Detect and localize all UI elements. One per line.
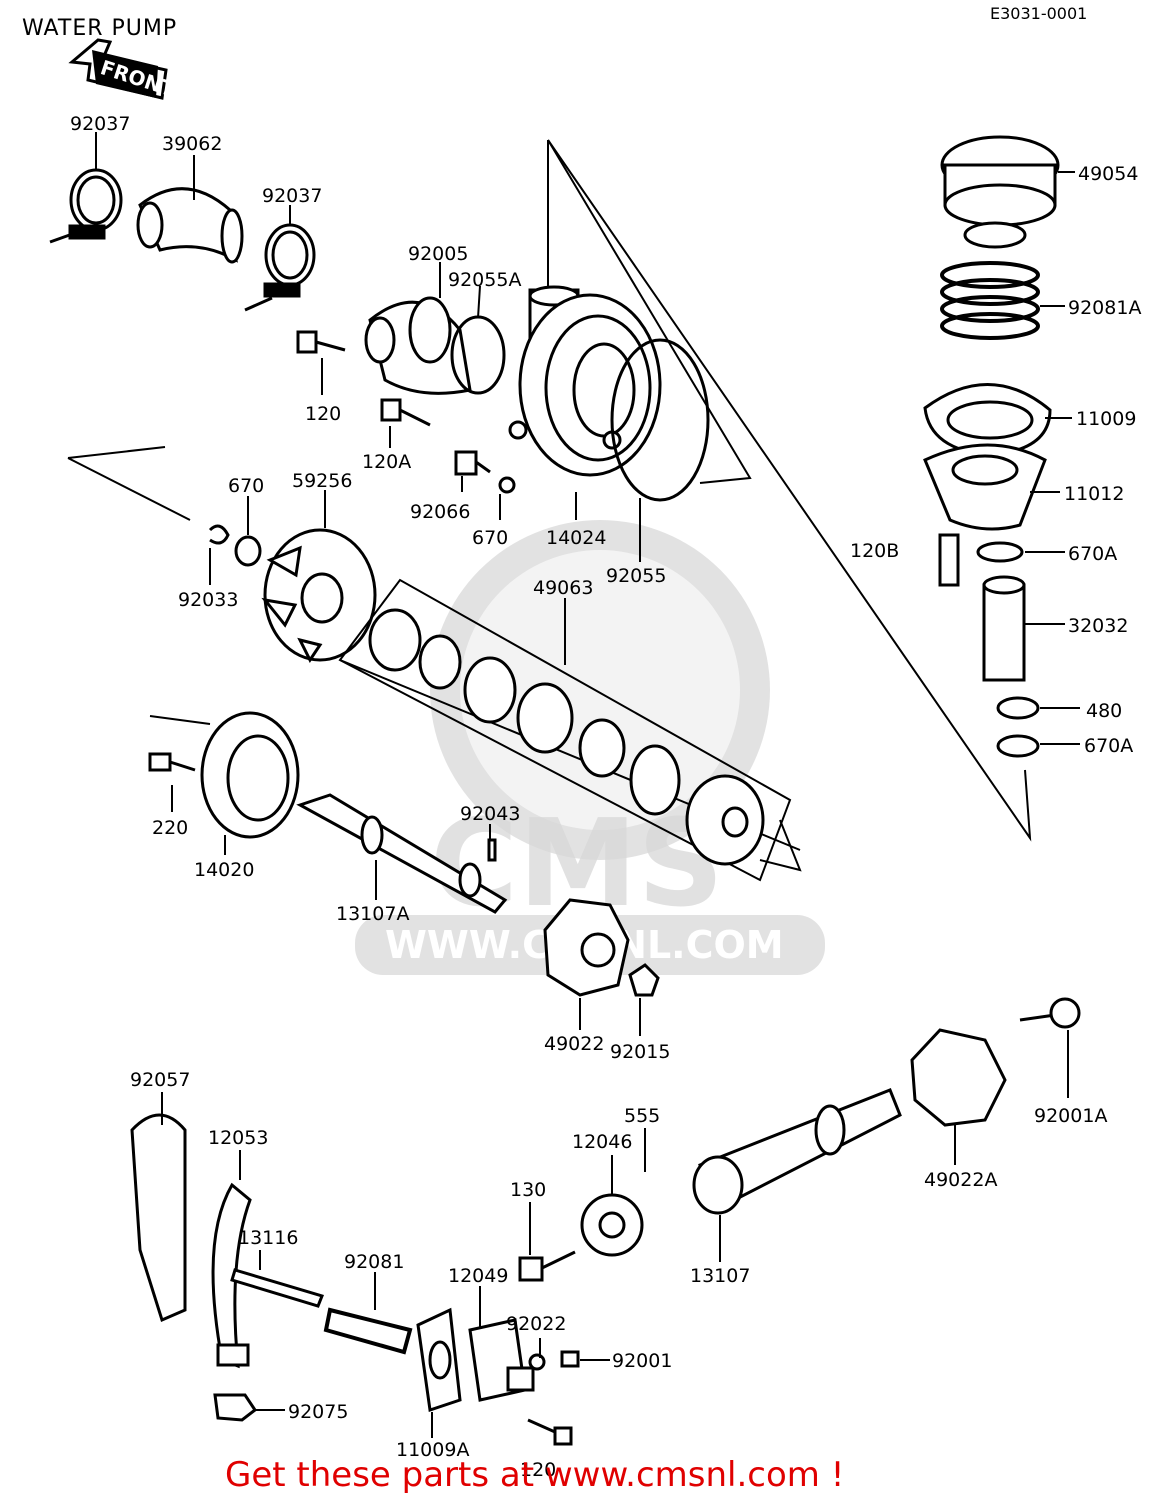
part-label-14024: 14024 xyxy=(546,527,606,549)
part-label-13107a: 13107A xyxy=(336,903,409,925)
part-label-92022: 92022 xyxy=(506,1313,566,1335)
part-label-12046: 12046 xyxy=(572,1131,632,1153)
part-label-32032: 32032 xyxy=(1068,615,1128,637)
bolt-120-lower xyxy=(527,1418,573,1446)
part-label-120a: 120A xyxy=(362,451,411,473)
part-label-92043: 92043 xyxy=(460,803,520,825)
part-label-92015: 92015 xyxy=(610,1041,670,1063)
gasket-11009 xyxy=(923,383,1052,457)
part-label-92001a: 92001A xyxy=(1034,1105,1107,1127)
part-label-92037: 92037 xyxy=(70,113,130,135)
spring-92081 xyxy=(323,1307,413,1355)
pump-shaft xyxy=(296,793,508,914)
part-label-92081: 92081 xyxy=(344,1251,404,1273)
part-label-670: 670 xyxy=(228,475,264,497)
impeller xyxy=(261,528,377,663)
housing-11012 xyxy=(923,443,1047,531)
part-label-11009: 11009 xyxy=(1076,408,1136,430)
part-labels: 92037 39062 92037 92005 92055A 120 120A … xyxy=(70,113,1141,1481)
part-label-555: 555 xyxy=(624,1105,660,1127)
get-parts-link[interactable]: Get these parts at www.cmsnl.com ! xyxy=(225,1455,845,1495)
hose xyxy=(136,187,244,264)
part-label-92037: 92037 xyxy=(262,185,322,207)
tensioner-guide-12053 xyxy=(211,1182,252,1369)
part-label-12049: 12049 xyxy=(448,1265,508,1287)
thermostat-49054 xyxy=(940,135,1060,249)
part-label-49022a: 49022A xyxy=(924,1169,997,1191)
pump-outlet-pipe xyxy=(364,296,472,395)
circlip-92033 xyxy=(208,524,262,567)
part-label-11009a: 11009A xyxy=(396,1439,469,1461)
part-label-220: 220 xyxy=(152,817,188,839)
part-label-92055a: 92055A xyxy=(448,269,521,291)
front-direction-arrow: FRONT xyxy=(68,38,178,102)
part-label-92075: 92075 xyxy=(288,1401,348,1423)
part-label-49054: 49054 xyxy=(1078,163,1138,185)
spring-92081a xyxy=(940,261,1040,340)
hose-clamp-right xyxy=(244,223,316,312)
gasket-11009a xyxy=(416,1307,462,1412)
part-label-59256: 59256 xyxy=(292,470,352,492)
part-label-14020: 14020 xyxy=(194,859,254,881)
hose-clamp-left xyxy=(49,168,123,244)
tensioner-body-12049 xyxy=(468,1318,580,1402)
seal-kit-box-49063 xyxy=(338,578,792,882)
diagram-code: E3031-0001 xyxy=(990,4,1088,23)
part-label-11012: 11012 xyxy=(1064,483,1124,505)
pump-housing xyxy=(148,711,300,839)
bolts-120 xyxy=(296,330,516,494)
part-label-120: 120 xyxy=(520,1459,556,1481)
part-label-92033: 92033 xyxy=(178,589,238,611)
part-label-13107: 13107 xyxy=(690,1265,750,1287)
part-label-49022: 49022 xyxy=(544,1033,604,1055)
part-label-480: 480 xyxy=(1086,700,1122,722)
drive-gear-49022a xyxy=(910,997,1081,1127)
part-label-92001: 92001 xyxy=(612,1350,672,1372)
part-label-130: 130 xyxy=(510,1179,546,1201)
tensioner-rod-13116 xyxy=(230,1268,325,1308)
part-label-12053: 12053 xyxy=(208,1127,268,1149)
leader-lines xyxy=(95,132,1080,1438)
pump-cover xyxy=(508,285,662,477)
part-label-39062: 39062 xyxy=(162,133,222,155)
bolt-92075 xyxy=(213,1393,258,1422)
drive-shaft-13107 xyxy=(692,1088,902,1215)
part-label-92081a: 92081A xyxy=(1068,297,1141,319)
part-label-92057: 92057 xyxy=(130,1069,190,1091)
sprocket-12046 xyxy=(518,1193,644,1282)
o-ring-92055 xyxy=(610,338,710,502)
bevel-gear-49022 xyxy=(543,898,660,997)
part-label-670: 670 xyxy=(472,527,508,549)
seal-kit-parts xyxy=(368,608,765,866)
part-label-670a: 670A xyxy=(1068,543,1117,565)
part-label-120: 120 xyxy=(305,403,341,425)
part-label-92005: 92005 xyxy=(408,243,468,265)
part-label-92055: 92055 xyxy=(606,565,666,587)
part-label-670a: 670A xyxy=(1084,735,1133,757)
part-label-120b: 120B xyxy=(850,540,899,562)
part-label-13116: 13116 xyxy=(238,1227,298,1249)
part-label-49063: 49063 xyxy=(533,577,593,599)
part-label-92066: 92066 xyxy=(410,501,470,523)
chain-92057 xyxy=(130,1113,187,1323)
diagram-title: WATER PUMP xyxy=(22,16,178,41)
pipe-32032 xyxy=(938,533,1040,758)
